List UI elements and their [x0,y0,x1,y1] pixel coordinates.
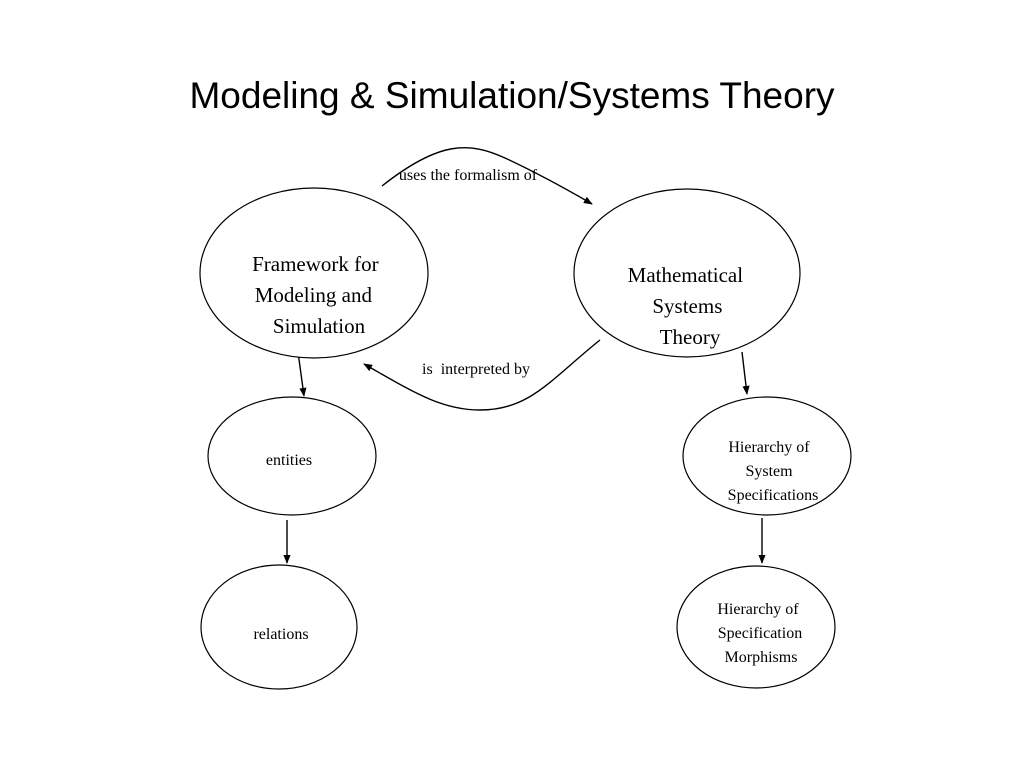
hierarchy-specs-label-line: System [745,463,793,480]
relations-node: relations [200,564,358,690]
hierarchy-of-specification-morphisms-node: Hierarchy of Specification Morphisms [676,565,836,689]
hierarchy-morphisms-label-line: Specification [718,625,802,642]
mst-label-line: Mathematical [628,263,744,287]
svg-text:Hierarchy of System: Hierarchy of System Specifications [728,439,819,504]
interpreted-by-label: is interpreted by [422,361,530,378]
mathematical-systems-theory-node: Mathematical Systems Theory [573,188,801,358]
framework-to-entities-arrow [297,351,307,397]
framework-label-line: Framework for [252,252,379,276]
framework-label-line: Simulation [273,314,366,338]
mst-label-line: Systems [652,294,722,318]
relations-label: relations [253,626,308,643]
mst-to-hierarchy-specs-arrow [741,351,750,395]
framework-label-line: Modeling and [255,283,373,307]
interpreted-by-arrow [363,339,601,411]
hierarchy-specs-label-line: Hierarchy of [728,439,810,456]
hierarchy-morphisms-label-line: Morphisms [725,649,798,666]
framework-node: Framework for Modeling and Simulation [199,187,429,359]
svg-text:Framework for Modeling: Framework for Modeling and Simulation [252,252,384,338]
hierarchy-specs-label-line: Specifications [728,487,819,504]
uses-formalism-label: uses the formalism of [399,167,538,184]
svg-text:Mathematical Systems: Mathematical Systems Theory [628,263,749,349]
svg-text:entities: entities [266,452,312,469]
uses-formalism-arrow [381,147,593,205]
hierarchy-of-system-specifications-node: Hierarchy of System Specifications [682,396,852,516]
svg-text:relations: relations [253,626,308,643]
svg-text:Hierarchy of Specifica: Hierarchy of Specification Morphisms [717,601,806,666]
hierarchy-morphisms-label-line: Hierarchy of [717,601,799,618]
entities-label: entities [266,452,312,469]
entities-node: entities [207,396,377,516]
mst-label-line: Theory [660,325,721,349]
slide-title: Modeling & Simulation/Systems Theory [189,75,835,116]
